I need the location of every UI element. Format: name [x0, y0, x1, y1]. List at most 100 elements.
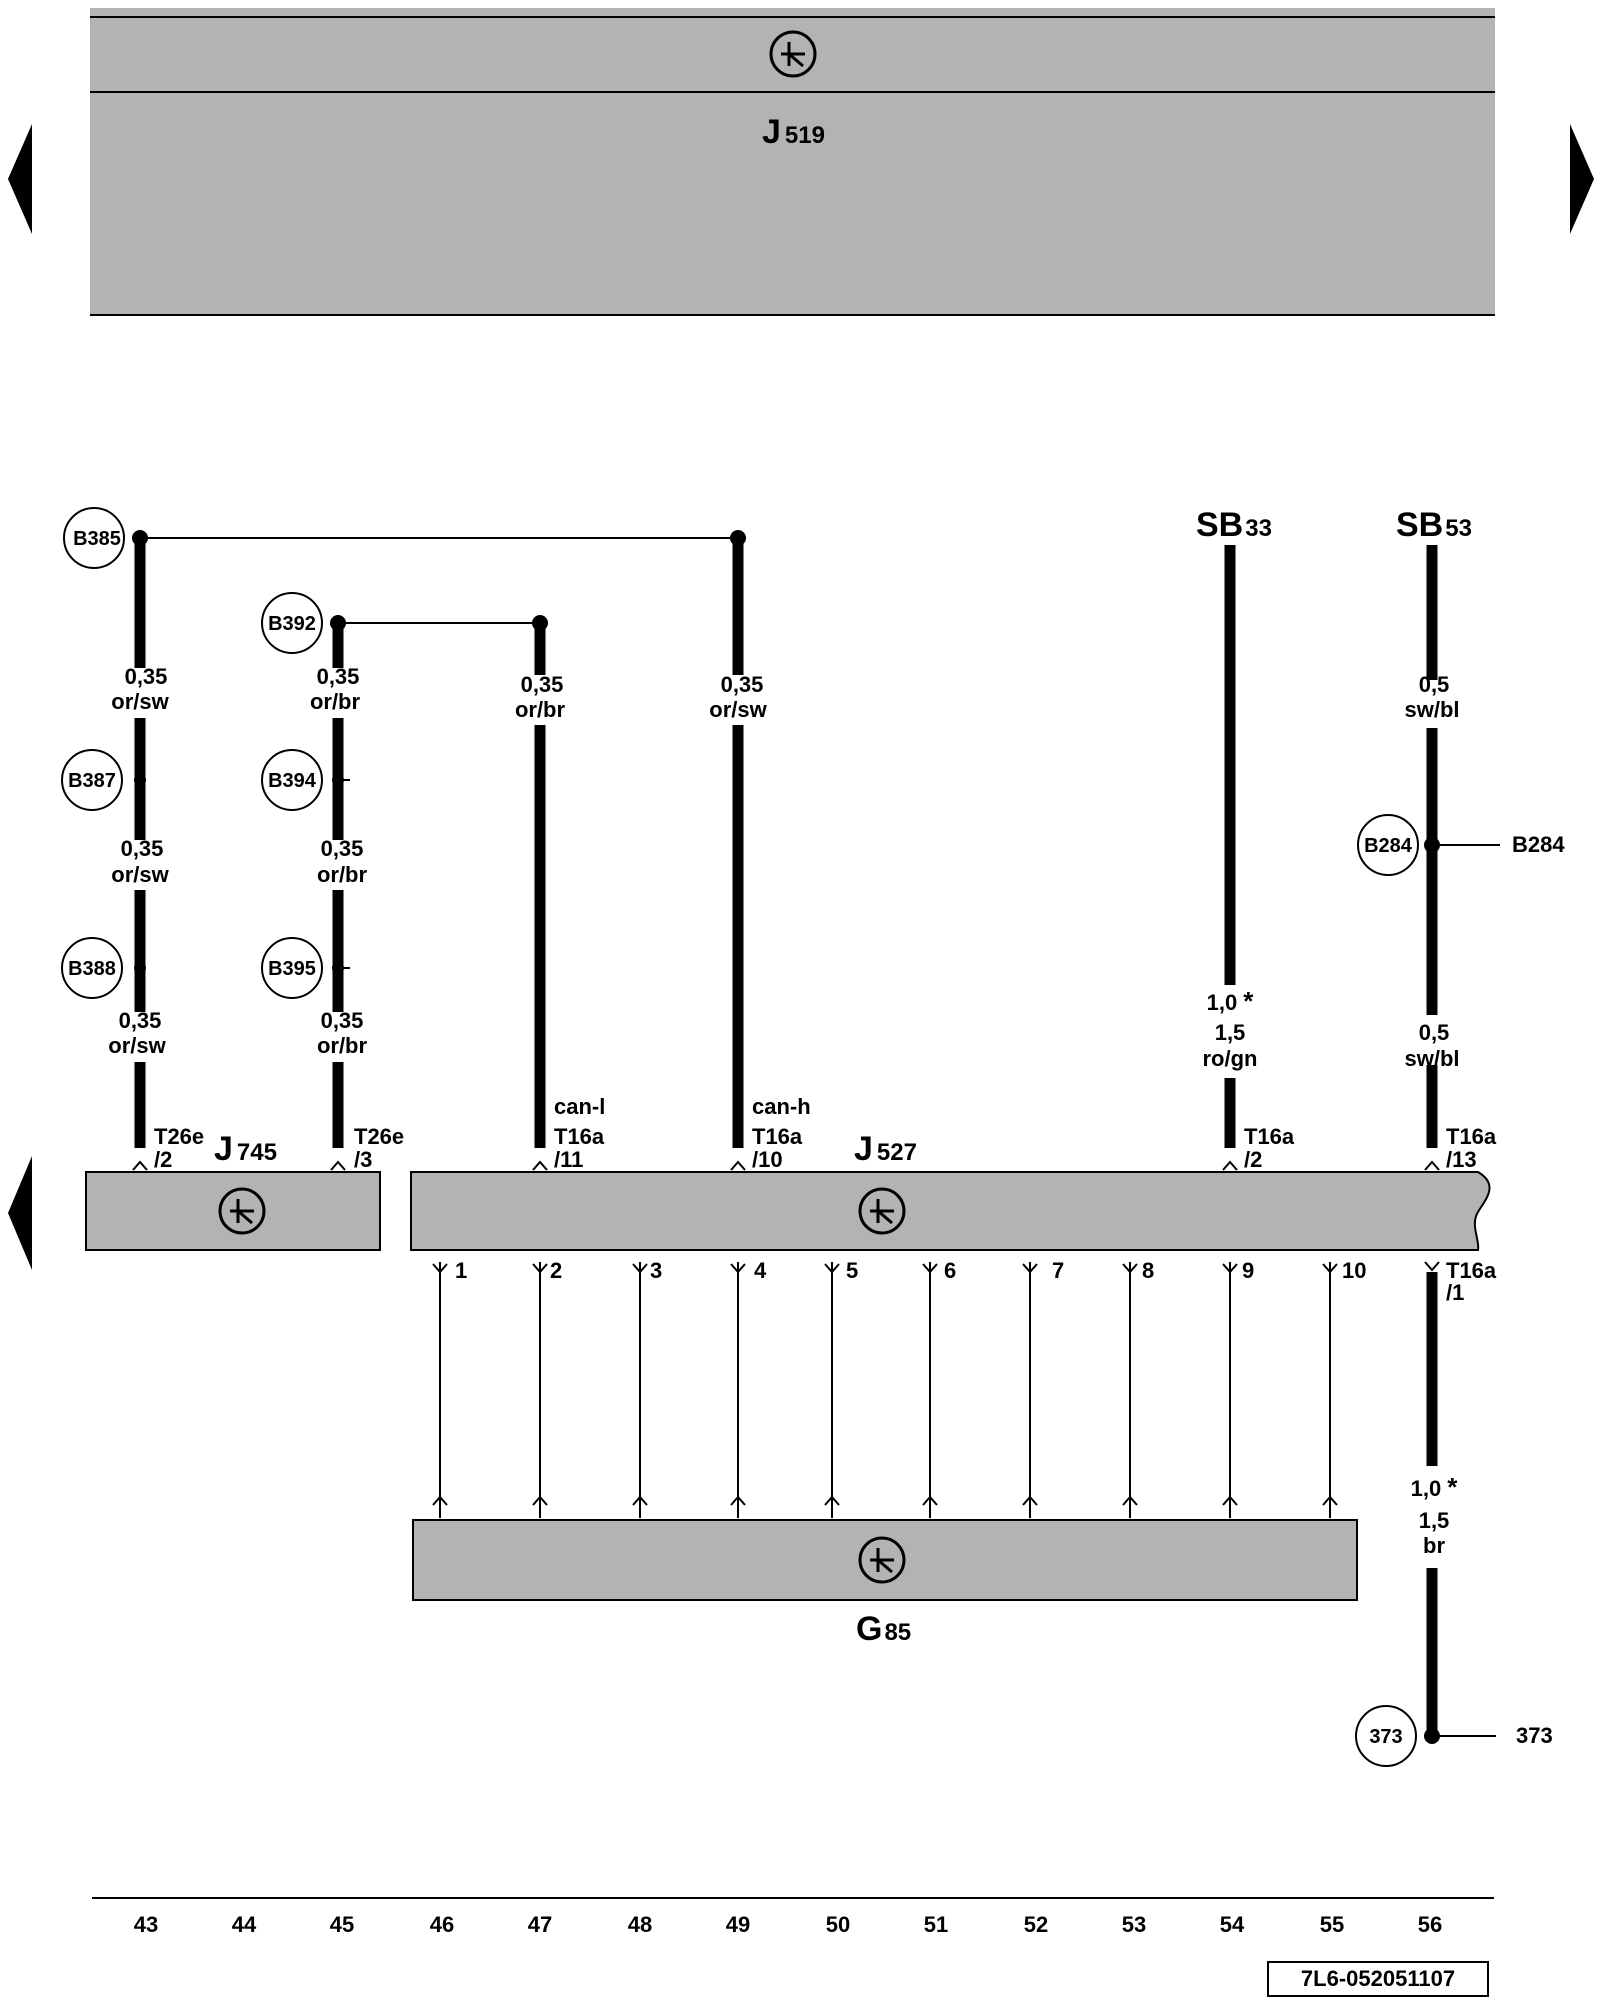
svg-text:B395: B395: [268, 958, 316, 980]
svg-text:/10: /10: [752, 1147, 783, 1172]
svg-text:8: 8: [1142, 1258, 1154, 1283]
connection-B395[interactable]: B395: [261, 937, 323, 999]
connection-373[interactable]: 373: [1355, 1705, 1417, 1767]
svg-text:ro/gn: ro/gn: [1203, 1046, 1258, 1071]
svg-text:55: 55: [1320, 1912, 1344, 1937]
svg-text:7L6-052051107: 7L6-052051107: [1301, 1966, 1455, 1991]
wire-col-47-can-l: 0,35 or/br: [515, 615, 566, 1148]
pin-labels-top: T26e /2 T26e /3 can-l T16a /11 can-h T16…: [154, 1094, 1497, 1172]
wire-col-49-can-h: 0,35 or/sw: [709, 530, 768, 1148]
svg-text:T16a: T16a: [1244, 1124, 1295, 1149]
svg-text:46: 46: [430, 1912, 454, 1937]
control-unit-symbol-icon: [218, 1187, 266, 1235]
wire-col-56-lower: T16a /1 1,0* 1,5 br: [1411, 1258, 1497, 1744]
connection-B394[interactable]: B394: [261, 749, 323, 811]
svg-text:6: 6: [944, 1258, 956, 1283]
diagram-code-box: 7L6-052051107: [1267, 1961, 1489, 1997]
svg-text:sw/bl: sw/bl: [1404, 697, 1459, 722]
svg-text:49: 49: [726, 1912, 750, 1937]
svg-text:373: 373: [1369, 1726, 1402, 1748]
nav-left-arrow[interactable]: [8, 124, 32, 234]
sb53-label: SB53: [1396, 506, 1472, 544]
control-unit-symbol-icon: [858, 1536, 906, 1584]
svg-text:0,35: 0,35: [317, 664, 360, 689]
svg-text:T16a: T16a: [554, 1124, 605, 1149]
g85-connection-wires: [432, 1262, 1338, 1518]
svg-text:7: 7: [1052, 1258, 1064, 1283]
svg-text:can-l: can-l: [554, 1094, 605, 1119]
svg-text:or/br: or/br: [515, 697, 566, 722]
svg-text:2: 2: [550, 1258, 562, 1283]
column-numbers: 43 44 45 46 47 48 49 50 51 52 53 54 55 5…: [134, 1912, 1442, 1937]
svg-text:B394: B394: [268, 770, 317, 792]
svg-text:48: 48: [628, 1912, 652, 1937]
svg-text:54: 54: [1220, 1912, 1245, 1937]
svg-text:56: 56: [1418, 1912, 1442, 1937]
svg-text:45: 45: [330, 1912, 354, 1937]
svg-text:1,0*: 1,0*: [1207, 986, 1255, 1016]
connection-B392[interactable]: B392: [261, 592, 323, 654]
j745-control-unit: [85, 1171, 381, 1251]
connection-B385[interactable]: B385: [63, 507, 125, 569]
svg-text:50: 50: [826, 1912, 850, 1937]
svg-text:/3: /3: [354, 1147, 372, 1172]
connection-B284[interactable]: B284: [1357, 814, 1419, 876]
svg-text:0,35: 0,35: [125, 664, 168, 689]
svg-text:br: br: [1423, 1533, 1445, 1558]
svg-text:/11: /11: [554, 1147, 583, 1172]
g85-component: [412, 1519, 1358, 1601]
svg-text:0,35: 0,35: [721, 672, 764, 697]
svg-text:or/sw: or/sw: [709, 697, 767, 722]
svg-text:0,35: 0,35: [119, 1008, 162, 1033]
svg-text:T26e: T26e: [154, 1124, 204, 1149]
connection-B388[interactable]: B388: [61, 937, 123, 999]
svg-text:can-h: can-h: [752, 1094, 811, 1119]
control-unit-symbol-icon: [858, 1187, 906, 1235]
svg-text:44: 44: [232, 1912, 257, 1937]
connection-B387[interactable]: B387: [61, 749, 123, 811]
nav-right-arrow[interactable]: [1570, 124, 1594, 234]
svg-text:0,35: 0,35: [121, 836, 164, 861]
svg-text:51: 51: [924, 1912, 948, 1937]
svg-text:or/br: or/br: [317, 862, 368, 887]
svg-text:0,35: 0,35: [321, 836, 364, 861]
svg-text:B385: B385: [73, 528, 121, 550]
svg-text:B387: B387: [68, 770, 116, 792]
svg-text:B392: B392: [268, 613, 316, 635]
svg-text:or/br: or/br: [310, 689, 361, 714]
svg-text:5: 5: [846, 1258, 858, 1283]
svg-text:T26e: T26e: [354, 1124, 404, 1149]
g85-pin-numbers: 1 2 3 4 5 6 7 8 9 10: [455, 1258, 1366, 1283]
svg-text:47: 47: [528, 1912, 552, 1937]
svg-text:3: 3: [650, 1258, 662, 1283]
sb33-label: SB33: [1196, 506, 1272, 544]
svg-text:/13: /13: [1446, 1147, 1477, 1172]
nav-left-arrow-2[interactable]: [8, 1156, 32, 1270]
wire-col-45: 0,35 or/br 0,35 or/br 0,35 or/br: [310, 615, 368, 1148]
373-reference: 373: [1516, 1723, 1553, 1748]
B284-reference: B284: [1512, 832, 1565, 857]
svg-text:/2: /2: [1244, 1147, 1262, 1172]
svg-text:B284: B284: [1364, 835, 1413, 857]
svg-text:53: 53: [1122, 1912, 1146, 1937]
control-unit-symbol-icon: [769, 30, 817, 78]
svg-text:B388: B388: [68, 958, 116, 980]
svg-text:0,35: 0,35: [321, 1008, 364, 1033]
svg-text:T16a: T16a: [752, 1124, 803, 1149]
svg-text:T16a: T16a: [1446, 1258, 1497, 1283]
wire-col-54: 1,0* 1,5 ro/gn: [1203, 545, 1258, 1148]
svg-text:1,0*: 1,0*: [1411, 1472, 1459, 1502]
wire-col-56: 0,5 sw/bl 0,5 sw/bl: [1404, 545, 1500, 1148]
svg-text:0,5: 0,5: [1419, 672, 1450, 697]
svg-text:43: 43: [134, 1912, 158, 1937]
svg-text:1,5: 1,5: [1215, 1020, 1246, 1045]
wire-col-43: 0,35 or/sw 0,35 or/sw 0,35 or/sw: [108, 530, 170, 1148]
svg-text:or/sw: or/sw: [108, 1033, 166, 1058]
svg-text:1,5: 1,5: [1419, 1508, 1450, 1533]
svg-text:0,5: 0,5: [1419, 1020, 1450, 1045]
